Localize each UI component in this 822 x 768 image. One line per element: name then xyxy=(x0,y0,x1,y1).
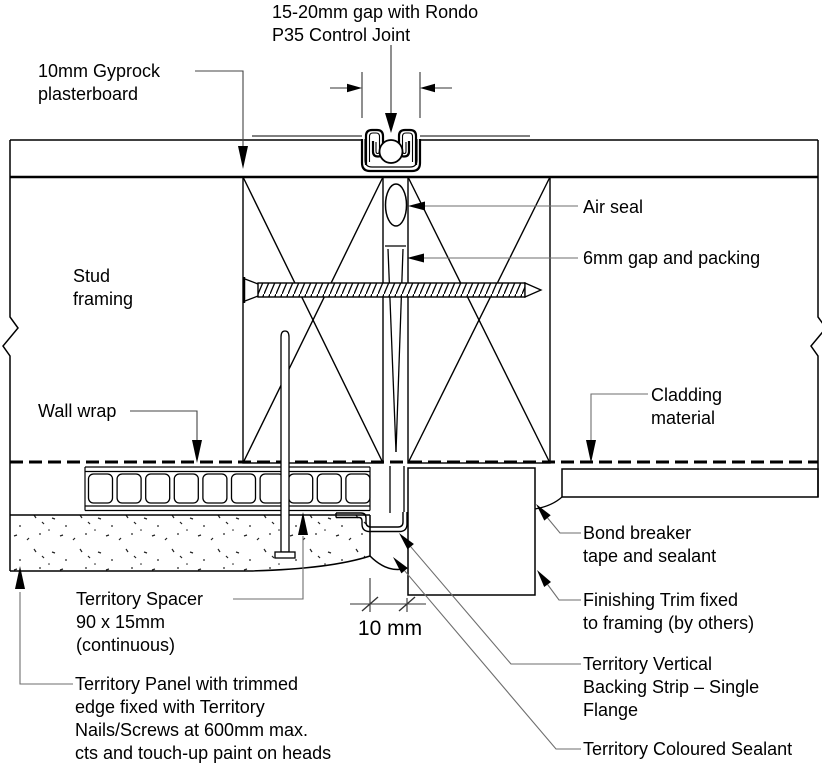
label-dimension-10mm: 10 mm xyxy=(357,617,423,640)
label-stud-framing: Stud framing xyxy=(73,266,134,309)
leader-panel xyxy=(19,592,73,685)
leader-cladding xyxy=(590,393,648,441)
label-air-seal: Air seal xyxy=(583,197,644,217)
arrow-coloured-sealant xyxy=(393,557,408,574)
label-gap-packing: 6mm gap and packing xyxy=(583,248,761,268)
label-control-joint-title: 15-20mm gap with Rondo P35 Control Joint xyxy=(272,2,479,45)
arrow-gyprock xyxy=(238,146,248,169)
leader-backing-strip xyxy=(410,546,581,665)
arrow-bond-breaker xyxy=(536,504,551,521)
label-bond-breaker: Bond breaker tape and sealant xyxy=(583,523,717,566)
arrow-gap-packing xyxy=(407,253,424,263)
arrow-spacer xyxy=(298,512,308,535)
dimension-joint-gap-top xyxy=(330,45,452,118)
dimension-joint-gap-arrows xyxy=(347,83,435,133)
leader-wall-wrap xyxy=(130,410,198,441)
arrow-finishing-trim xyxy=(537,570,551,587)
control-joint-profile xyxy=(360,128,422,173)
leader-gyprock xyxy=(195,70,244,147)
dimension-10mm xyxy=(350,578,426,612)
wall-break-edges xyxy=(2,140,822,571)
leader-coloured-sealant xyxy=(404,570,581,750)
arrow-backing-strip xyxy=(399,533,414,550)
arrow-air-seal xyxy=(408,201,425,211)
label-coloured-sealant: Territory Coloured Sealant xyxy=(583,739,793,759)
stud-left xyxy=(242,176,384,464)
leader-arrowheads xyxy=(15,146,596,589)
finishing-trim-block xyxy=(407,467,536,596)
arrow-cladding xyxy=(586,440,596,463)
plasterboard xyxy=(10,135,818,179)
arrow-wall-wrap xyxy=(192,440,202,463)
nail-fixing xyxy=(274,330,296,559)
leader-lines xyxy=(19,70,648,750)
label-cladding: Cladding material xyxy=(651,385,723,428)
label-gyprock: 10mm Gyprock plasterboard xyxy=(38,61,161,104)
label-wall-wrap: Wall wrap xyxy=(38,401,117,421)
air-seal-bead xyxy=(384,183,408,227)
label-spacer: Territory Spacer 90 x 15mm (continuous) xyxy=(76,589,204,655)
leader-spacer xyxy=(233,536,304,600)
screw-fixing xyxy=(242,277,543,303)
panel-section xyxy=(10,514,371,572)
spacer-profile xyxy=(84,466,371,512)
label-backing-strip: Territory Vertical Backing Strip – Singl… xyxy=(583,654,760,720)
backing-strip xyxy=(335,512,408,533)
cladding-section xyxy=(534,468,819,510)
label-finishing-trim: Finishing Trim fixed to framing (by othe… xyxy=(583,590,755,633)
leader-finishing-trim xyxy=(547,584,581,601)
arrow-panel xyxy=(15,566,25,589)
leader-bond-breaker xyxy=(547,517,581,534)
label-panel: Territory Panel with trimmed edge fixed … xyxy=(75,674,332,763)
stud-right xyxy=(407,176,551,464)
